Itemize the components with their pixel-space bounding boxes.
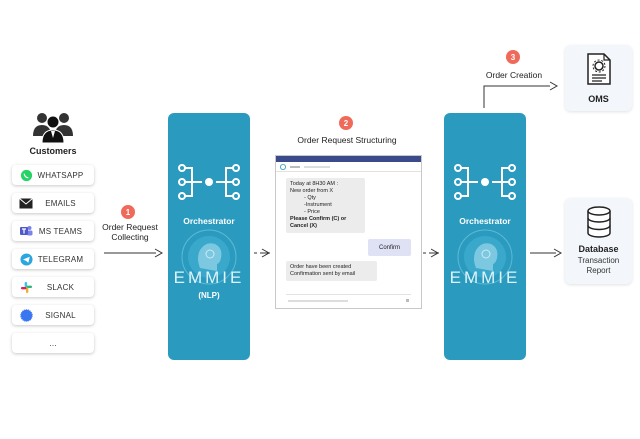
arrow-orchestrator-to-chat	[254, 248, 271, 258]
document-gear-icon	[587, 53, 611, 85]
order-question: Please Confirm (C) or Cancel (X)	[290, 216, 347, 229]
database-subtitle-line1: Transaction	[577, 256, 620, 265]
arrow-channels-to-orchestrator	[104, 248, 164, 258]
chat-input[interactable]	[286, 294, 411, 305]
orchestrator-title: Orchestrator	[459, 216, 511, 226]
chat-header-line	[304, 165, 330, 168]
chat-header	[276, 162, 421, 172]
channel-label: MS TEAMS	[38, 226, 83, 236]
chat-window: Today at 8H30 AM : New order from X - Qt…	[275, 155, 422, 309]
database-card: Database Transaction Report	[565, 198, 632, 284]
step-2-label: Order Request Structuring	[297, 135, 397, 145]
send-icon[interactable]	[406, 299, 409, 302]
order-item: -Instrument	[304, 202, 332, 208]
channel-label: SLACK	[46, 282, 75, 292]
confirm-button[interactable]: Confirm	[368, 239, 411, 256]
signal-icon	[19, 308, 33, 322]
arrow-orchestrator-to-database	[530, 248, 562, 258]
database-title: Database	[578, 244, 619, 254]
ms-teams-icon	[19, 224, 33, 238]
database-subtitle-line2: Report	[586, 266, 611, 275]
chat-input-toolbar	[288, 300, 348, 302]
oms-title: OMS	[588, 94, 609, 104]
oms-card: OMS	[565, 45, 632, 111]
whatsapp-icon	[19, 168, 33, 182]
order-item: - Qty	[304, 195, 316, 201]
step-2-badge: 2	[339, 116, 353, 130]
channel-ms-teams: MS TEAMS	[12, 221, 94, 241]
order-line: Today at 8H30 AM :	[290, 181, 338, 187]
order-line: New order from X	[290, 188, 334, 194]
channel-label: SIGNAL	[45, 310, 76, 320]
chat-avatar-icon	[280, 163, 286, 170]
chat-message-created: Order have been created Confirmation sen…	[286, 261, 377, 281]
channel-label: TELEGRAM	[37, 254, 84, 264]
step-3-badge: 3	[506, 50, 520, 64]
step-3-label: Order Creation	[485, 70, 543, 80]
head-icon	[457, 229, 513, 285]
chat-header-line	[290, 165, 300, 168]
step-1-label: Order Request Collecting	[98, 222, 162, 242]
orchestrator-nlp-panel: Orchestrator EMMIE (NLP)	[168, 113, 250, 360]
head-icon	[181, 229, 237, 285]
database-subtitle: Transaction Report	[565, 256, 632, 276]
customers-label: Customers	[29, 146, 77, 156]
created-line: Confirmation sent by email	[290, 271, 356, 277]
telegram-icon	[19, 252, 33, 266]
arrow-chat-to-orchestrator	[423, 248, 440, 258]
step-1-badge: 1	[121, 205, 135, 219]
slack-icon	[19, 280, 33, 294]
network-icon	[178, 164, 240, 200]
step-1-label-line1: Order Request	[102, 222, 158, 232]
orchestrator-title: Orchestrator	[183, 216, 235, 226]
channel-more: ...	[12, 333, 94, 353]
channel-telegram: TELEGRAM	[12, 249, 94, 269]
emmie-logo: EMMIE	[449, 268, 521, 287]
channel-emails: EMAILS	[12, 193, 94, 213]
channel-whatsapp: WHATSAPP	[12, 165, 94, 185]
more-label: ...	[49, 338, 57, 348]
customers-group-icon	[30, 110, 76, 144]
step-1-label-line2: Collecting	[111, 232, 149, 242]
channel-slack: SLACK	[12, 277, 94, 297]
envelope-icon	[19, 196, 33, 210]
chat-title-bar	[276, 156, 421, 162]
channel-label: EMAILS	[45, 198, 76, 208]
created-line: Order have been created	[290, 264, 352, 270]
orchestrator-panel: Orchestrator EMMIE	[444, 113, 526, 360]
database-icon	[587, 206, 611, 238]
nlp-label: (NLP)	[198, 291, 220, 300]
chat-message-order: Today at 8H30 AM : New order from X - Qt…	[286, 178, 365, 233]
arrow-orchestrator-to-oms	[483, 81, 559, 108]
network-icon	[454, 164, 516, 200]
emmie-logo: EMMIE	[173, 268, 245, 287]
order-item: - Price	[304, 209, 320, 215]
channel-label: WHATSAPP	[37, 170, 84, 180]
channel-signal: SIGNAL	[12, 305, 94, 325]
